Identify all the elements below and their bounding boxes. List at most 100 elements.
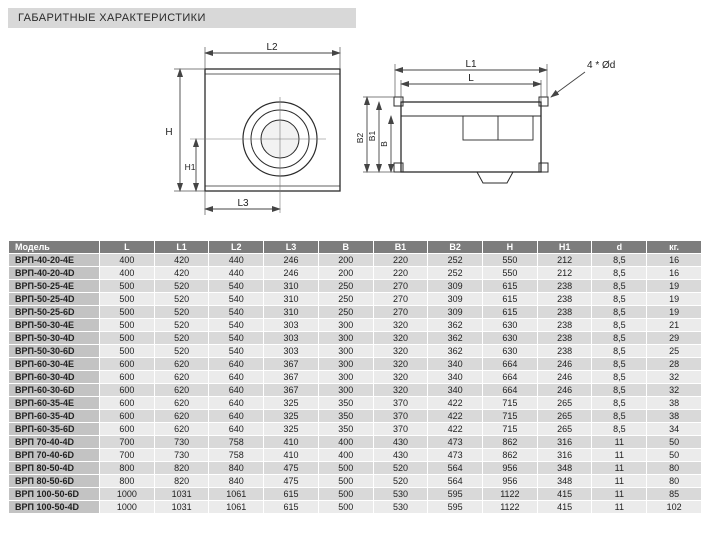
dimension-cell: 11 — [591, 487, 648, 501]
dimension-label-b1: B1 — [367, 131, 377, 142]
model-cell: ВРП 70-40-4D — [8, 435, 100, 449]
dimension-cell: 200 — [317, 253, 374, 267]
dimension-cell: 730 — [153, 435, 210, 449]
dimension-cell: 540 — [208, 344, 265, 358]
dimension-cell: 550 — [482, 266, 538, 280]
hole-callout-label: 4 * Ød — [587, 60, 615, 71]
dimension-cell: 400 — [317, 448, 374, 462]
dimension-cell: 1000 — [99, 500, 155, 514]
dimensional-drawings: L2 H H1 L3 — [0, 34, 710, 236]
dimension-cell: 540 — [208, 292, 265, 306]
dimension-cell: 630 — [482, 318, 538, 332]
dimension-cell: 8,5 — [591, 357, 648, 371]
dimension-cell: 340 — [427, 370, 484, 384]
column-header: d — [591, 240, 648, 254]
dimension-cell: 11 — [591, 500, 648, 514]
model-cell: ВРП-50-30-4D — [8, 331, 100, 345]
model-cell: ВРП-60-30-4E — [8, 357, 100, 371]
model-cell: ВРП-50-30-4E — [8, 318, 100, 332]
model-cell: ВРП-50-30-6D — [8, 344, 100, 358]
dimension-cell: 28 — [646, 357, 702, 371]
model-cell: ВРП-60-35-6D — [8, 422, 100, 436]
dimension-cell: 265 — [536, 396, 593, 410]
dimension-cell: 500 — [99, 344, 155, 358]
dimension-cell: 300 — [317, 370, 374, 384]
dimension-cell: 309 — [427, 279, 484, 293]
dimension-cell: 715 — [482, 422, 538, 436]
dimension-cell: 8,5 — [591, 318, 648, 332]
flange-corner-tabs — [393, 96, 549, 173]
dimension-cell: 367 — [263, 357, 319, 371]
dimension-cell: 640 — [208, 357, 265, 371]
dimension-cell: 270 — [372, 305, 429, 319]
dimension-cell: 340 — [427, 357, 484, 371]
dimension-cell: 500 — [317, 461, 374, 475]
dimension-cell: 370 — [372, 396, 429, 410]
dimension-cell: 246 — [536, 383, 593, 397]
dimension-cell: 1061 — [208, 500, 265, 514]
model-cell: ВРП 70-40-6D — [8, 448, 100, 462]
drain-outlet — [476, 171, 514, 184]
dimension-cell: 410 — [263, 435, 319, 449]
dimension-cell: 422 — [427, 396, 484, 410]
dimension-cell: 600 — [99, 370, 155, 384]
dimension-cell: 8,5 — [591, 396, 648, 410]
dimension-cell: 1000 — [99, 487, 155, 501]
dimension-cell: 300 — [317, 344, 374, 358]
dimension-cell: 238 — [536, 279, 593, 293]
dimension-cell: 370 — [372, 422, 429, 436]
dimension-cell: 600 — [99, 409, 155, 423]
column-header: H — [482, 240, 538, 254]
dimension-cell: 640 — [208, 370, 265, 384]
dimension-cell: 440 — [208, 266, 265, 280]
dimension-cell: 325 — [263, 422, 319, 436]
dimension-cell: 758 — [208, 448, 265, 462]
dimension-cell: 664 — [482, 357, 538, 371]
model-cell: ВРП-40-20-4E — [8, 253, 100, 267]
model-cell: ВРП-60-30-6D — [8, 383, 100, 397]
dimension-cell: 310 — [263, 305, 319, 319]
dimension-cell: 265 — [536, 409, 593, 423]
dimension-cell: 8,5 — [591, 266, 648, 280]
dimension-cell: 956 — [482, 474, 538, 488]
dimension-cell: 640 — [208, 409, 265, 423]
dimension-label-l: L — [468, 73, 474, 84]
dimension-cell: 840 — [208, 474, 265, 488]
dimension-cell: 862 — [482, 435, 538, 449]
dimension-cell: 956 — [482, 461, 538, 475]
dimension-cell: 238 — [536, 292, 593, 306]
dimension-cell: 400 — [99, 253, 155, 267]
model-cell: ВРП-40-20-4D — [8, 266, 100, 280]
dimension-cell: 473 — [427, 448, 484, 462]
dimension-cell: 473 — [427, 435, 484, 449]
dimension-cell: 600 — [99, 396, 155, 410]
dimension-cell: 420 — [153, 253, 210, 267]
dimension-cell: 520 — [372, 474, 429, 488]
dimension-cell: 246 — [536, 357, 593, 371]
dimension-cell: 630 — [482, 344, 538, 358]
dimension-cell: 730 — [153, 448, 210, 462]
dimension-cell: 820 — [153, 461, 210, 475]
dimension-cell: 320 — [372, 318, 429, 332]
column-header: B1 — [372, 240, 429, 254]
dimension-cell: 270 — [372, 292, 429, 306]
column-header: L — [99, 240, 155, 254]
dimension-cell: 8,5 — [591, 409, 648, 423]
dimension-cell: 564 — [427, 461, 484, 475]
dimension-cell: 16 — [646, 253, 702, 267]
column-header: кг. — [646, 240, 702, 254]
dimension-cell: 85 — [646, 487, 702, 501]
dimension-cell: 640 — [208, 422, 265, 436]
dimension-cell: 19 — [646, 292, 702, 306]
dimension-cell: 422 — [427, 409, 484, 423]
column-header: H1 — [536, 240, 593, 254]
